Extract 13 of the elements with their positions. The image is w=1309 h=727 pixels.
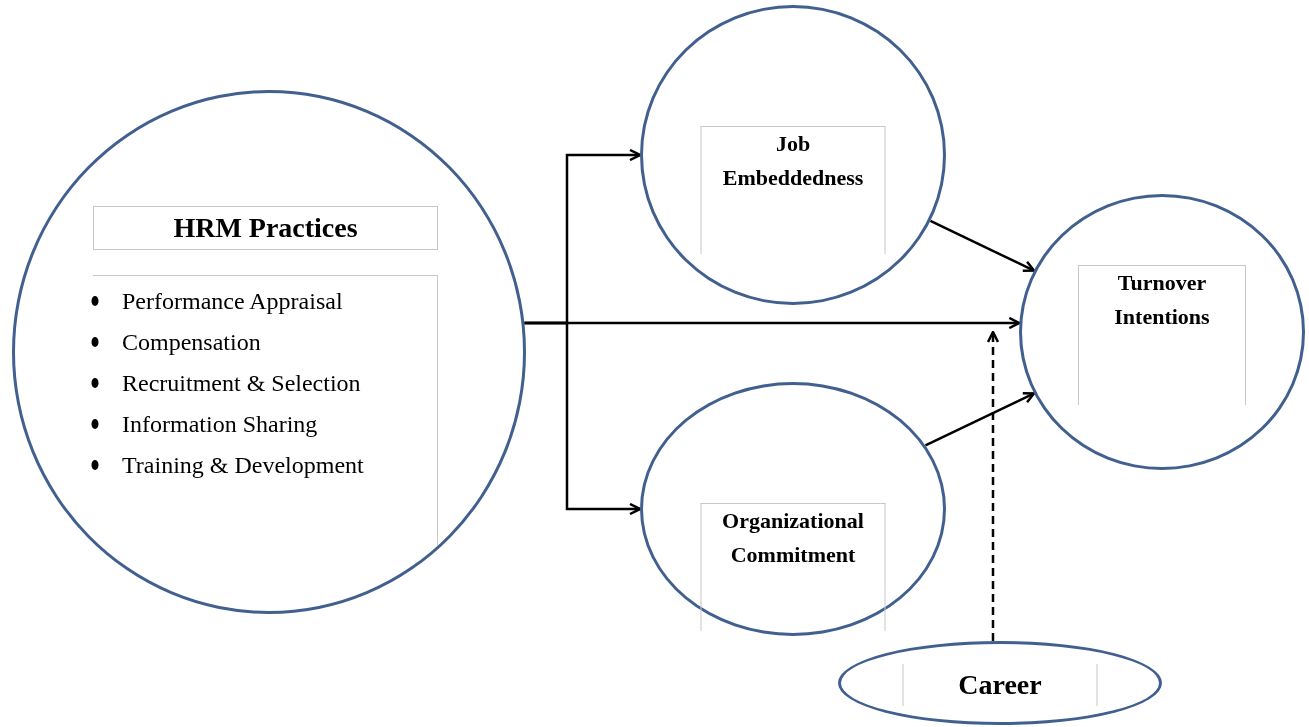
node-title: Job Embeddedness (721, 130, 865, 192)
arrow (524, 316, 1021, 330)
heading: HRM Practices (93, 206, 438, 250)
list-item: Training & Development (122, 450, 364, 480)
list-item: Recruitment & Selection (122, 368, 361, 398)
list-item: Performance Appraisal (122, 286, 343, 316)
node-title: Turnover Intentions (1113, 269, 1211, 331)
node-title: Career (958, 668, 1042, 702)
arrow (929, 219, 1036, 272)
list-item: Compensation (122, 327, 261, 357)
node-title: Organizational Commitment (721, 507, 865, 569)
list-item: Information Sharing (122, 409, 318, 439)
arrow (986, 330, 1000, 642)
